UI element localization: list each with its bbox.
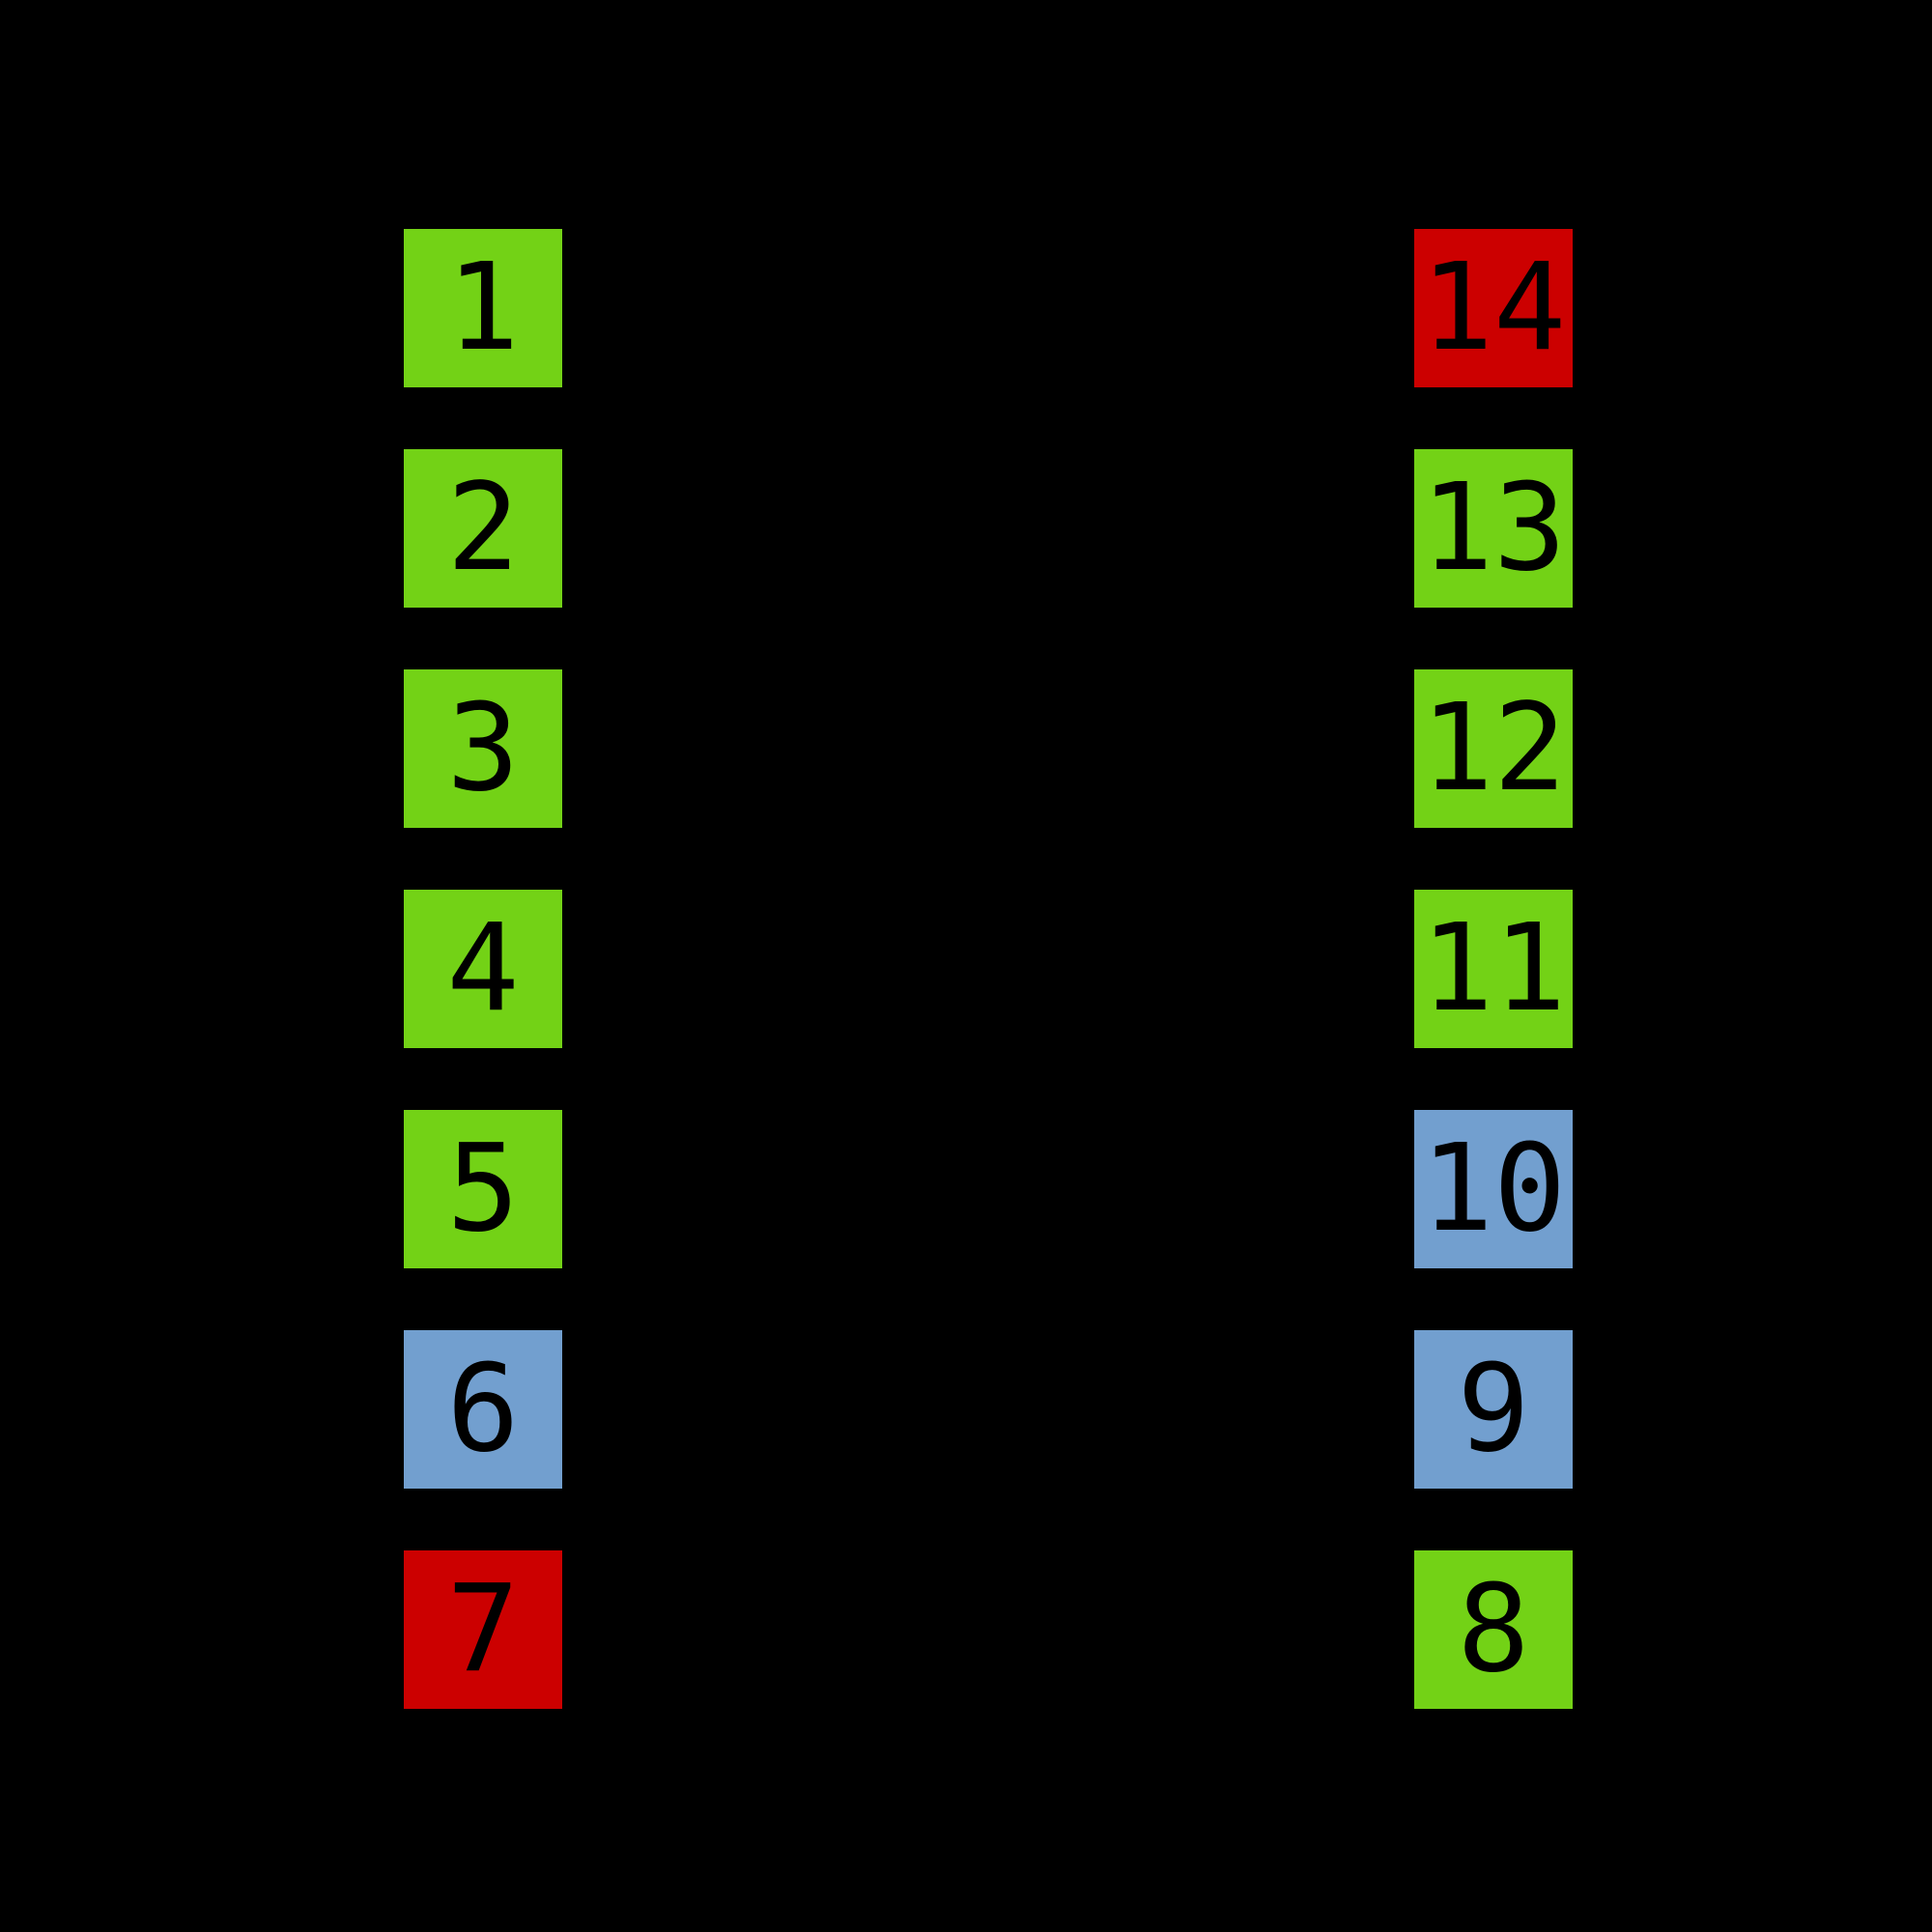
pin-number-label: 13 [1420,458,1567,598]
pin-square-4: 4 [404,890,562,1048]
pin-square-2: 2 [404,449,562,608]
pin-number-label: 7 [446,1559,520,1699]
pin-number-label: 10 [1420,1119,1567,1259]
pin-number-label: 5 [446,1119,520,1259]
pin-square-10: 10 [1414,1110,1573,1268]
pin-square-6: 6 [404,1330,562,1489]
pin-number-label: 6 [446,1339,520,1479]
pin-number-label: 4 [446,898,520,1038]
right-pin-column: 14 13 12 11 10 9 8 [1414,229,1573,1709]
pin-number-label: 8 [1457,1559,1530,1699]
pin-number-label: 9 [1457,1339,1530,1479]
pin-number-label: 14 [1420,238,1567,378]
left-pin-column: 1 2 3 4 5 6 7 [404,229,562,1709]
pin-square-12: 12 [1414,669,1573,828]
pin-square-3: 3 [404,669,562,828]
pin-square-14: 14 [1414,229,1573,387]
pin-square-5: 5 [404,1110,562,1268]
pin-number-label: 2 [446,458,520,598]
pin-square-9: 9 [1414,1330,1573,1489]
pin-number-label: 12 [1420,678,1567,818]
pin-number-label: 1 [446,238,520,378]
pin-square-7: 7 [404,1550,562,1709]
pin-number-label: 3 [446,678,520,818]
pin-square-11: 11 [1414,890,1573,1048]
pin-square-13: 13 [1414,449,1573,608]
pin-square-1: 1 [404,229,562,387]
pin-square-8: 8 [1414,1550,1573,1709]
pin-number-label: 11 [1420,898,1567,1038]
